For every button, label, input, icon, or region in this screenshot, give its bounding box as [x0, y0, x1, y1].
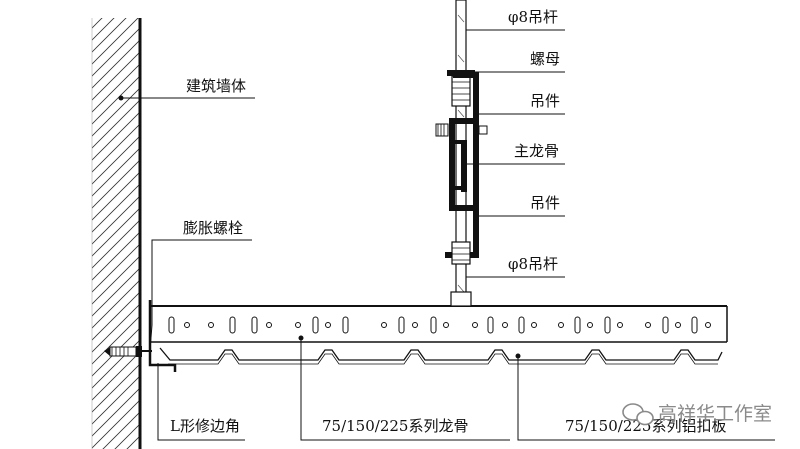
main-keel-label: 主龙骨	[514, 142, 559, 160]
keel-slots	[168, 316, 711, 334]
nut-assembly-bottom	[450, 241, 472, 307]
nut-label: 螺母	[530, 50, 560, 68]
wechat-bubble-icon	[622, 403, 654, 426]
keel-profile	[149, 305, 728, 343]
rod-top-label: φ8吊杆	[508, 8, 558, 26]
aluminium-panel	[159, 347, 723, 365]
building-wall	[91, 18, 142, 449]
rod-bottom-label: φ8吊杆	[508, 255, 558, 273]
watermark-text: 高祥华工作室	[658, 403, 772, 425]
expansion-bolt-label: 膨胀螺栓	[183, 219, 243, 237]
expansion-bolt-callout: 膨胀螺栓	[149, 219, 252, 351]
panel-label: 75/150/225系列铝扣板	[565, 417, 726, 435]
panel-callout: 75/150/225系列铝扣板	[515, 353, 775, 441]
expansion-bolt-icon	[104, 346, 152, 357]
main-keel	[449, 118, 473, 211]
watermark: 高祥华工作室	[622, 403, 772, 426]
hanger-bottom-label: 吊件	[530, 194, 560, 212]
keel-callout: 75/150/225系列龙骨	[298, 335, 510, 441]
wall-label: 建筑墙体	[186, 77, 246, 95]
right-callouts: φ8吊杆 螺母 吊件 主龙骨 吊件 φ8吊杆	[466, 8, 565, 278]
wall-callout: 建筑墙体	[121, 77, 255, 99]
main-keel-bolt	[435, 123, 488, 137]
hanger-top-label: 吊件	[530, 92, 560, 110]
l-edge-label: L形修边角	[170, 417, 240, 435]
keel-label: 75/150/225系列龙骨	[322, 417, 468, 435]
